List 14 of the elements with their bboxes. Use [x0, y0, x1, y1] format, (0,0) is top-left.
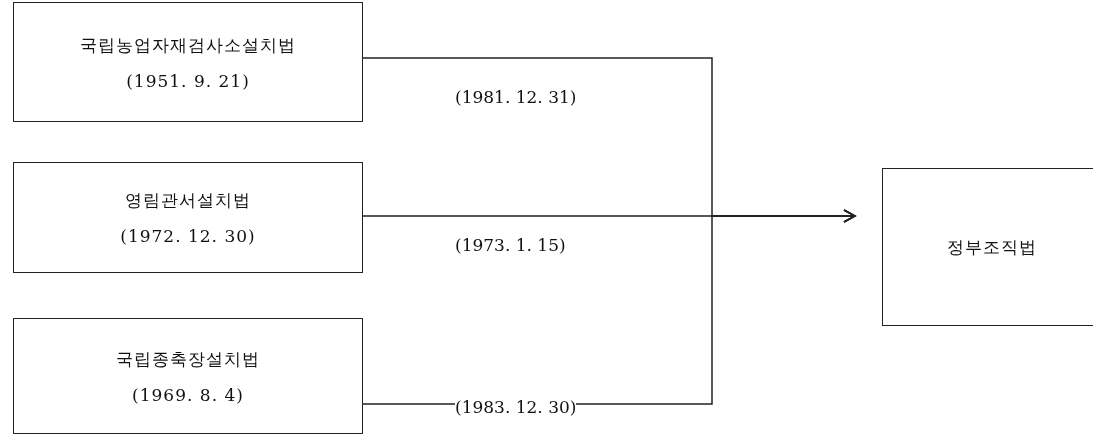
law-date: (1969. 8. 4) [132, 384, 244, 405]
law-date: (1951. 9. 21) [126, 70, 250, 91]
law-box [13, 318, 363, 434]
edge-label: (1981. 12. 31) [455, 87, 577, 107]
law-box [882, 168, 1093, 326]
edge-label: (1973. 1. 15) [455, 235, 566, 255]
law-box [13, 2, 363, 122]
law-date: (1972. 12. 30) [120, 226, 256, 246]
edge-label: (1983. 12. 30) [455, 397, 577, 417]
law-box [13, 162, 363, 273]
law-name: 정부조직법 [947, 235, 1037, 259]
law-name: 국립종축장설치법 [116, 347, 260, 371]
law-name: 국립농업자재검사소설치법 [80, 33, 296, 57]
law-name: 영림관서설치법 [125, 189, 251, 212]
